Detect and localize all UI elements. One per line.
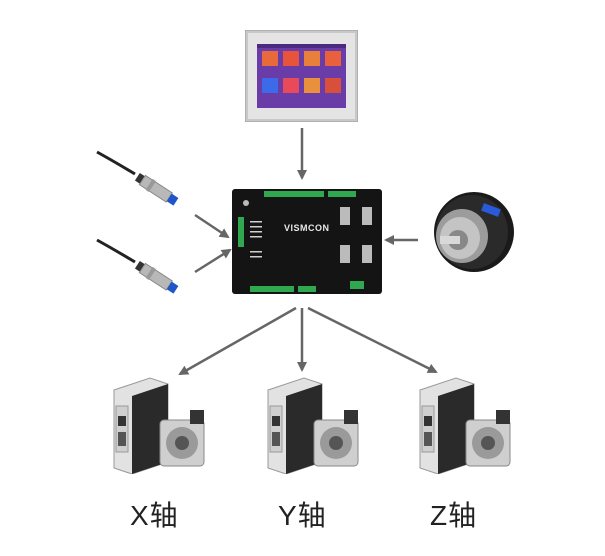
proximity-sensor-icon <box>96 238 179 294</box>
servo-motor-icon <box>159 410 205 467</box>
axis-label-x: X轴 <box>130 500 179 531</box>
proximity-sensor-icon <box>96 150 179 206</box>
motion-control-board: VISMCON <box>232 185 382 298</box>
axis-label-z: Z轴 <box>430 500 478 531</box>
controller-brand-label: VISMCON <box>284 223 330 233</box>
arrow-board-to-z <box>307 306 438 374</box>
servo-motor-icon <box>313 410 359 467</box>
arrow-sensor2-to-board <box>194 248 232 274</box>
servo-drive-icon <box>267 377 323 474</box>
proximity-sensor-bottom <box>95 238 195 310</box>
hmi-touchscreen <box>245 30 358 122</box>
arrow-sensor1-to-board <box>194 213 230 239</box>
rotary-encoder <box>422 188 518 280</box>
axis-label-y: Y轴 <box>278 500 327 531</box>
arrow-board-to-x <box>178 306 297 376</box>
motion-control-board-icon <box>232 189 382 294</box>
servo-motor-icon <box>465 410 511 467</box>
servo-set-z <box>412 376 522 474</box>
rotary-encoder-icon <box>434 192 514 272</box>
hmi-touchscreen-icon <box>245 30 358 122</box>
proximity-sensor-top <box>95 150 195 220</box>
servo-drive-icon <box>113 377 169 474</box>
servo-set-y <box>260 376 370 474</box>
servo-set-x <box>106 376 216 474</box>
servo-drive-icon <box>419 377 475 474</box>
